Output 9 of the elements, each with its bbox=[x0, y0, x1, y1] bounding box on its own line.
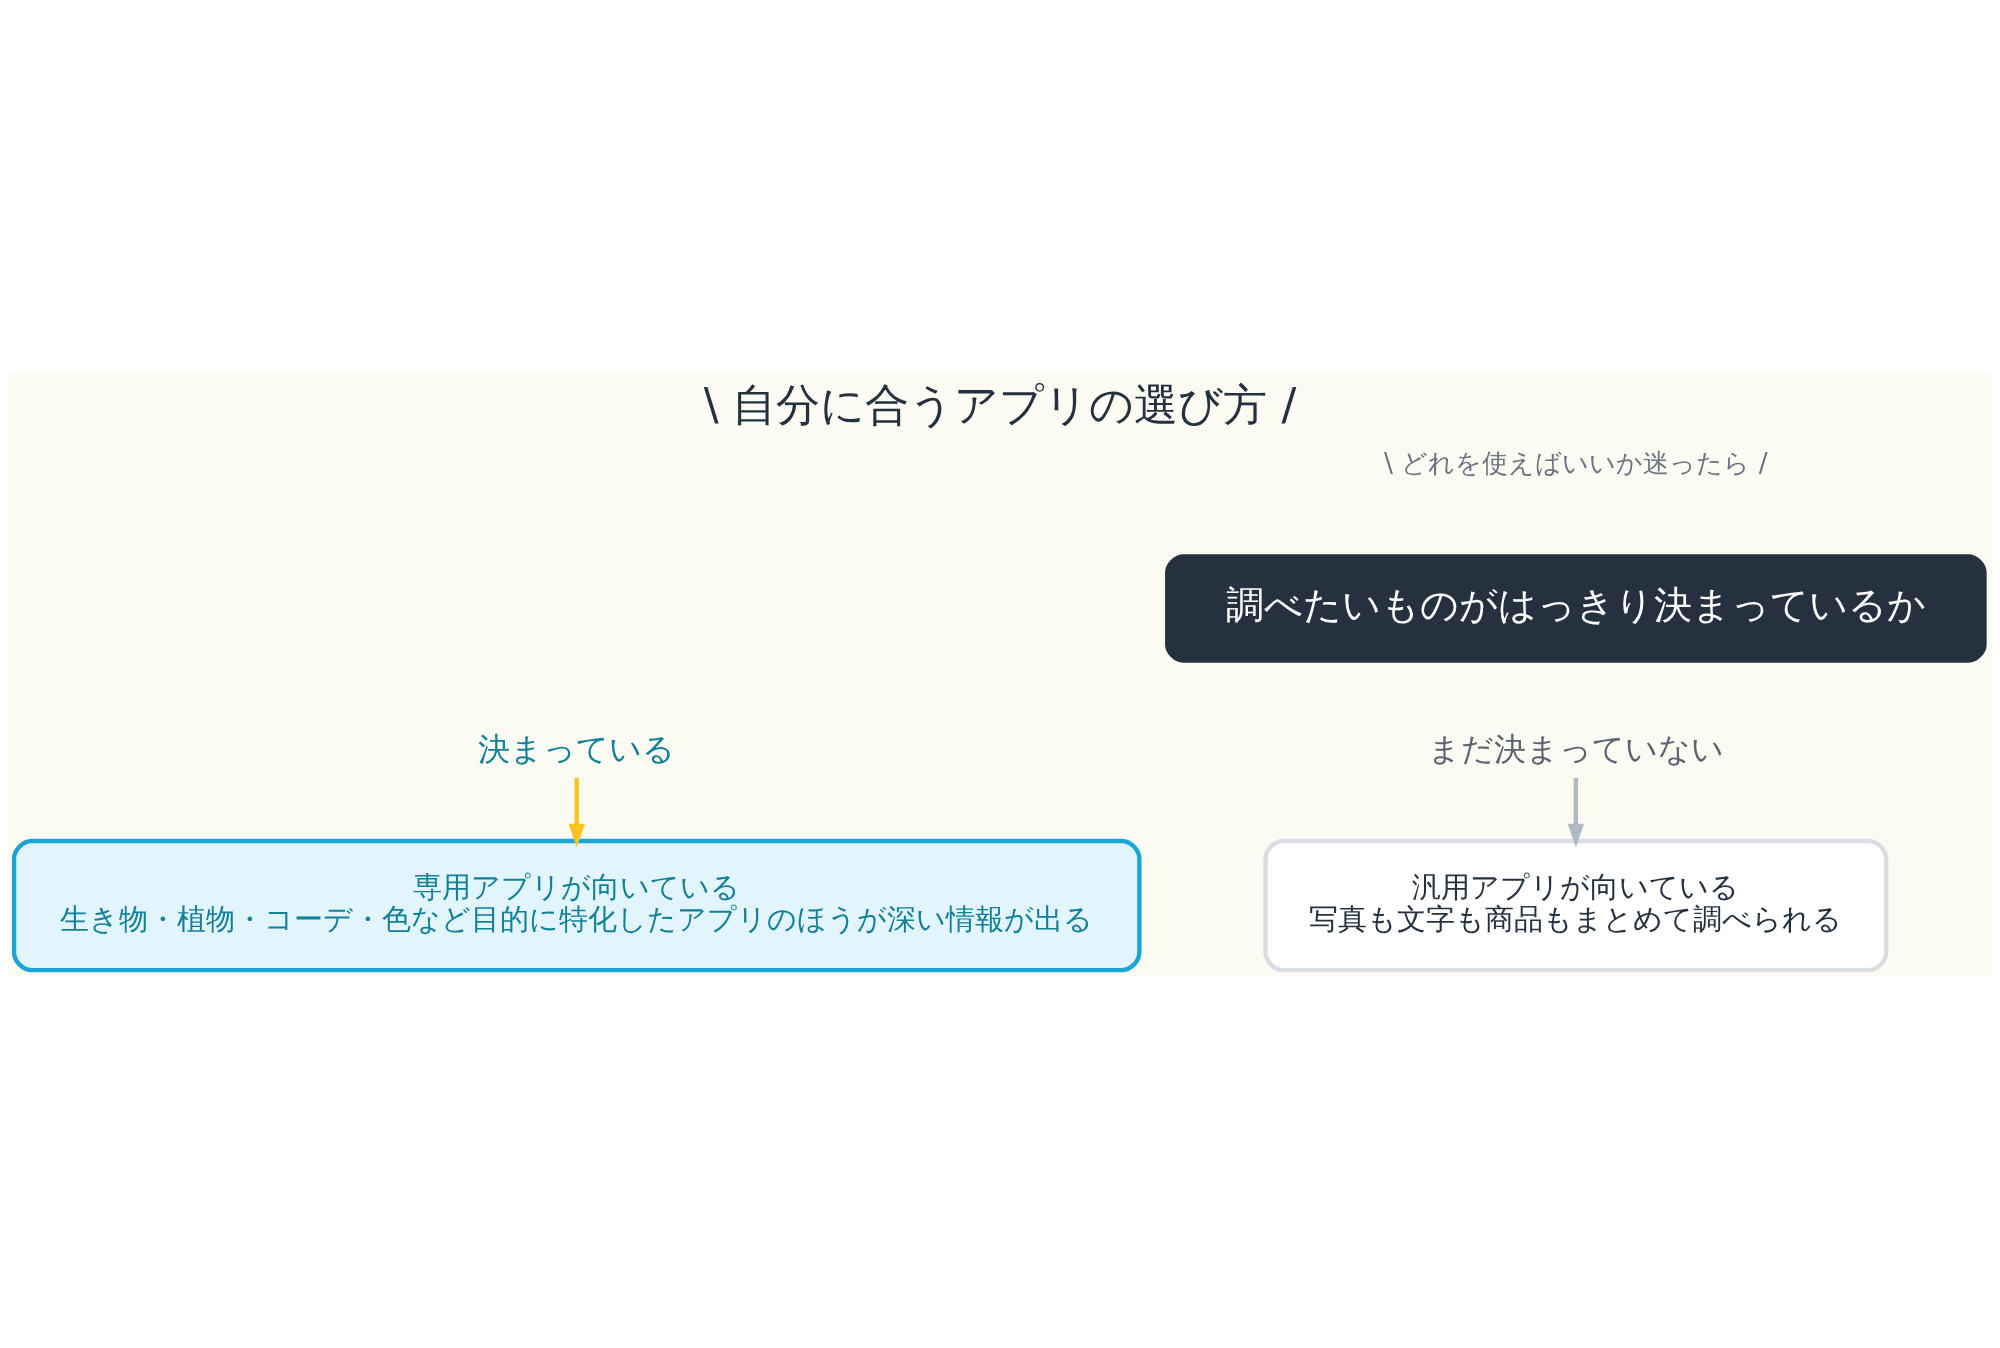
node-box: 汎用アプリが向いている 写真も文字も商品もまとめて調べられる bbox=[1263, 838, 1889, 972]
node-box: 専用アプリが向いている 生き物・植物・コーデ・色など目的に特化したアプリのほうが深い情報が出る bbox=[11, 838, 1142, 972]
node-text: まだ決まっていない bbox=[1427, 729, 1724, 768]
arrow bbox=[568, 777, 585, 847]
node-text: 決まっている bbox=[478, 729, 676, 768]
node-box: 調べたいものがはっきり決まっているか bbox=[1165, 553, 1987, 663]
arrow bbox=[1567, 777, 1585, 847]
diagram-title: \ 自分に合うアプリの選び方 / bbox=[703, 378, 1297, 430]
label: \ どれを使えばいいか迷ったら / bbox=[1384, 446, 1768, 478]
